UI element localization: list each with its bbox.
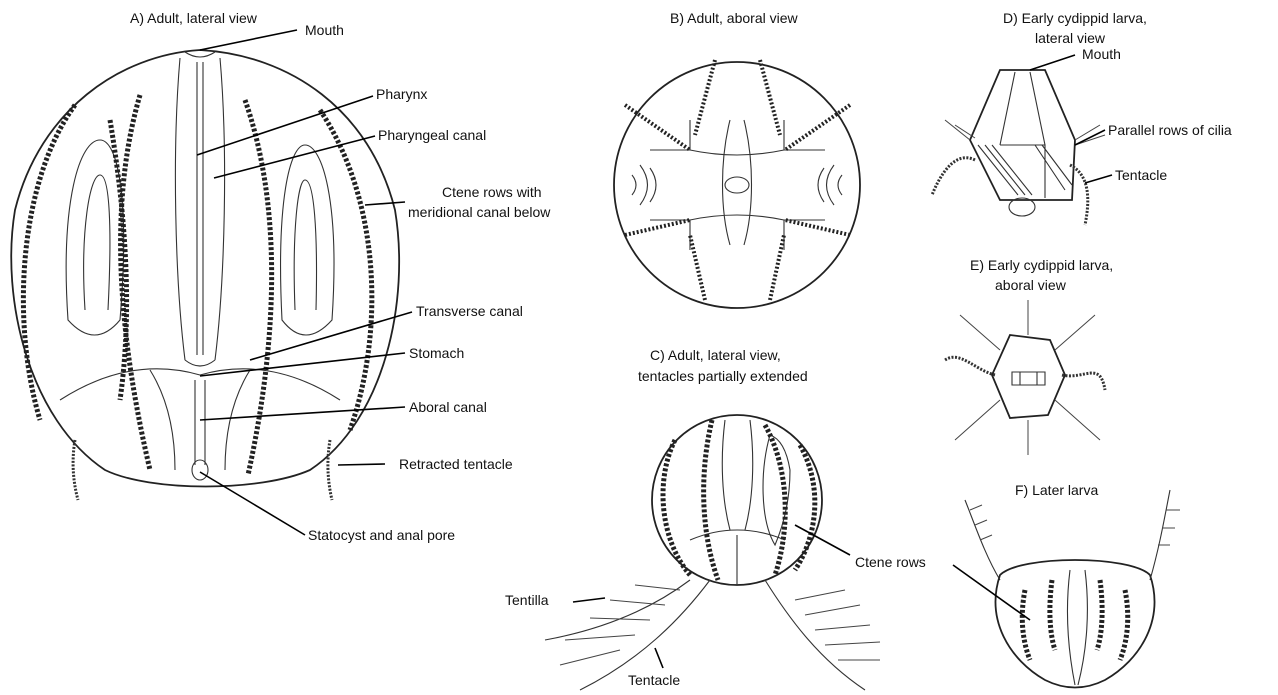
panel-b-body-outline [614,62,860,308]
label-mouth-d: Mouth [1082,46,1121,62]
panel-c-ctene-row-2 [704,420,718,580]
panel-b-tentacle-bulb-right [818,165,842,205]
leader-stomach [200,353,405,376]
panel-b-ctene-row-2 [760,60,780,135]
label-transverse-canal: Transverse canal [416,303,523,319]
label-parallel-rows-cilia: Parallel rows of cilia [1108,122,1232,138]
panel-b-pharynx [723,120,752,245]
panel-a-tentacle-sheath-left [66,140,123,335]
panel-f-ctene-row-4 [1120,590,1128,660]
label-tentacle-c: Tentacle [628,672,680,688]
panel-d-pharynx [1000,72,1045,198]
panel-d-cilia-rows [978,145,1072,195]
panel-c-adult-tentacles-extended: C) Adult, lateral view, tentacles partia… [505,347,880,690]
panel-a-title: A) Adult, lateral view [130,10,258,26]
panel-f-ctene-row-1 [1022,590,1030,660]
panel-d-tentacle-left [932,158,975,195]
leader-statocyst [200,472,305,535]
panel-e-statocyst [1012,372,1045,385]
panel-c-ctene-row-1 [663,440,690,575]
panel-a-statocyst [192,460,208,480]
leader-mouth-d [1030,55,1075,70]
panel-d-title-line1: D) Early cydippid larva, [1003,10,1147,26]
panel-b-adult-aboral: B) Adult, aboral view [614,10,860,308]
panel-a-adult-lateral: A) Adult, lateral view Mouth Pharynx Pha… [11,10,551,543]
panel-a-pharyngeal-canal [197,62,203,355]
leader-tentilla [573,598,605,602]
leader-aboral-canal [200,407,405,420]
panel-a-retracted-tentacle-right [328,440,332,500]
label-statocyst-anal-pore: Statocyst and anal pore [308,527,455,543]
leader-ctene-rows-f [953,565,1030,620]
panel-c-title-line2: tentacles partially extended [638,368,808,384]
panel-e-tentacle-left [945,357,995,375]
panel-f-ctene-row-2 [1050,580,1055,650]
panel-a-ctene-row-2 [121,95,150,470]
panel-e-spikes [955,300,1100,455]
label-stomach: Stomach [409,345,464,361]
panel-f-title: F) Later larva [1015,482,1098,498]
panel-b-ctene-row-3 [625,105,690,150]
panel-f-later-larva: F) Later larva Ctene rows [855,482,1180,688]
panel-e-body-outline [992,335,1065,418]
leader-mouth-a [200,30,297,50]
panel-b-title: B) Adult, aboral view [670,10,799,26]
leader-ctene-rows [365,202,405,205]
panel-b-ctene-row-4 [785,105,850,150]
label-retracted-tentacle: Retracted tentacle [399,456,513,472]
panel-b-ctene-row-1 [695,60,715,135]
label-ctene-rows: Ctene rows [855,554,926,570]
panel-a-aboral-canal [195,380,205,465]
panel-f-pharynx [1068,570,1088,685]
panel-e-title-line2: aboral view [995,277,1067,293]
panel-b-statocyst [725,177,749,193]
leader-retracted-tentacle [338,464,385,465]
panel-a-tentacle-sheath-right [281,145,334,335]
panel-b-ctene-row-7 [690,235,705,300]
panel-a-mouth-notch [185,52,215,57]
label-mouth-a: Mouth [305,22,344,38]
label-ctene-rows-line1: Ctene rows with [442,184,542,200]
label-tentilla: Tentilla [505,592,549,608]
panel-a-retracted-tentacle-left [73,440,78,500]
label-pharynx: Pharynx [376,86,427,102]
panel-f-tentacles [965,490,1170,580]
leader-ctene-rows-c [795,525,850,555]
panel-c-tentilla [560,585,880,665]
panel-b-ctene-row-8 [770,235,784,300]
label-tentacle-d: Tentacle [1115,167,1167,183]
panel-b-ctene-row-6 [785,220,850,235]
panel-e-tentacle-right [1062,373,1105,390]
panel-f-tentilla [970,505,1180,545]
panel-c-ctene-row-3 [765,425,785,575]
panel-a-pharynx [175,58,224,366]
panel-c-pharynx [722,420,752,530]
leader-pharyngeal-canal [214,136,375,178]
panel-c-stomach [690,530,785,585]
panel-e-larva-aboral: E) Early cydippid larva, aboral view [945,257,1113,455]
panel-c-title-line1: C) Adult, lateral view, [650,347,781,363]
leader-tentacle-c [655,648,663,668]
panel-b-ctene-row-5 [625,220,690,235]
label-aboral-canal: Aboral canal [409,399,487,415]
panel-a-ctene-row-1 [23,105,75,420]
panel-d-title-line2: lateral view [1035,30,1106,46]
panel-a-ctene-row-3 [245,100,272,475]
panel-f-ctene-row-3 [1097,580,1102,650]
panel-e-title-line1: E) Early cydippid larva, [970,257,1113,273]
panel-b-tentacle-bulb-left [632,165,656,205]
label-ctene-rows-line2: meridional canal below [408,204,551,220]
panel-f-body-outline [996,560,1155,688]
label-pharyngeal-canal: Pharyngeal canal [378,127,486,143]
panel-d-larva-lateral: D) Early cydippid larva, lateral view Mo… [932,10,1232,225]
panel-a-ctene-row-4 [320,110,372,430]
leader-tentacle-d [1085,175,1112,183]
